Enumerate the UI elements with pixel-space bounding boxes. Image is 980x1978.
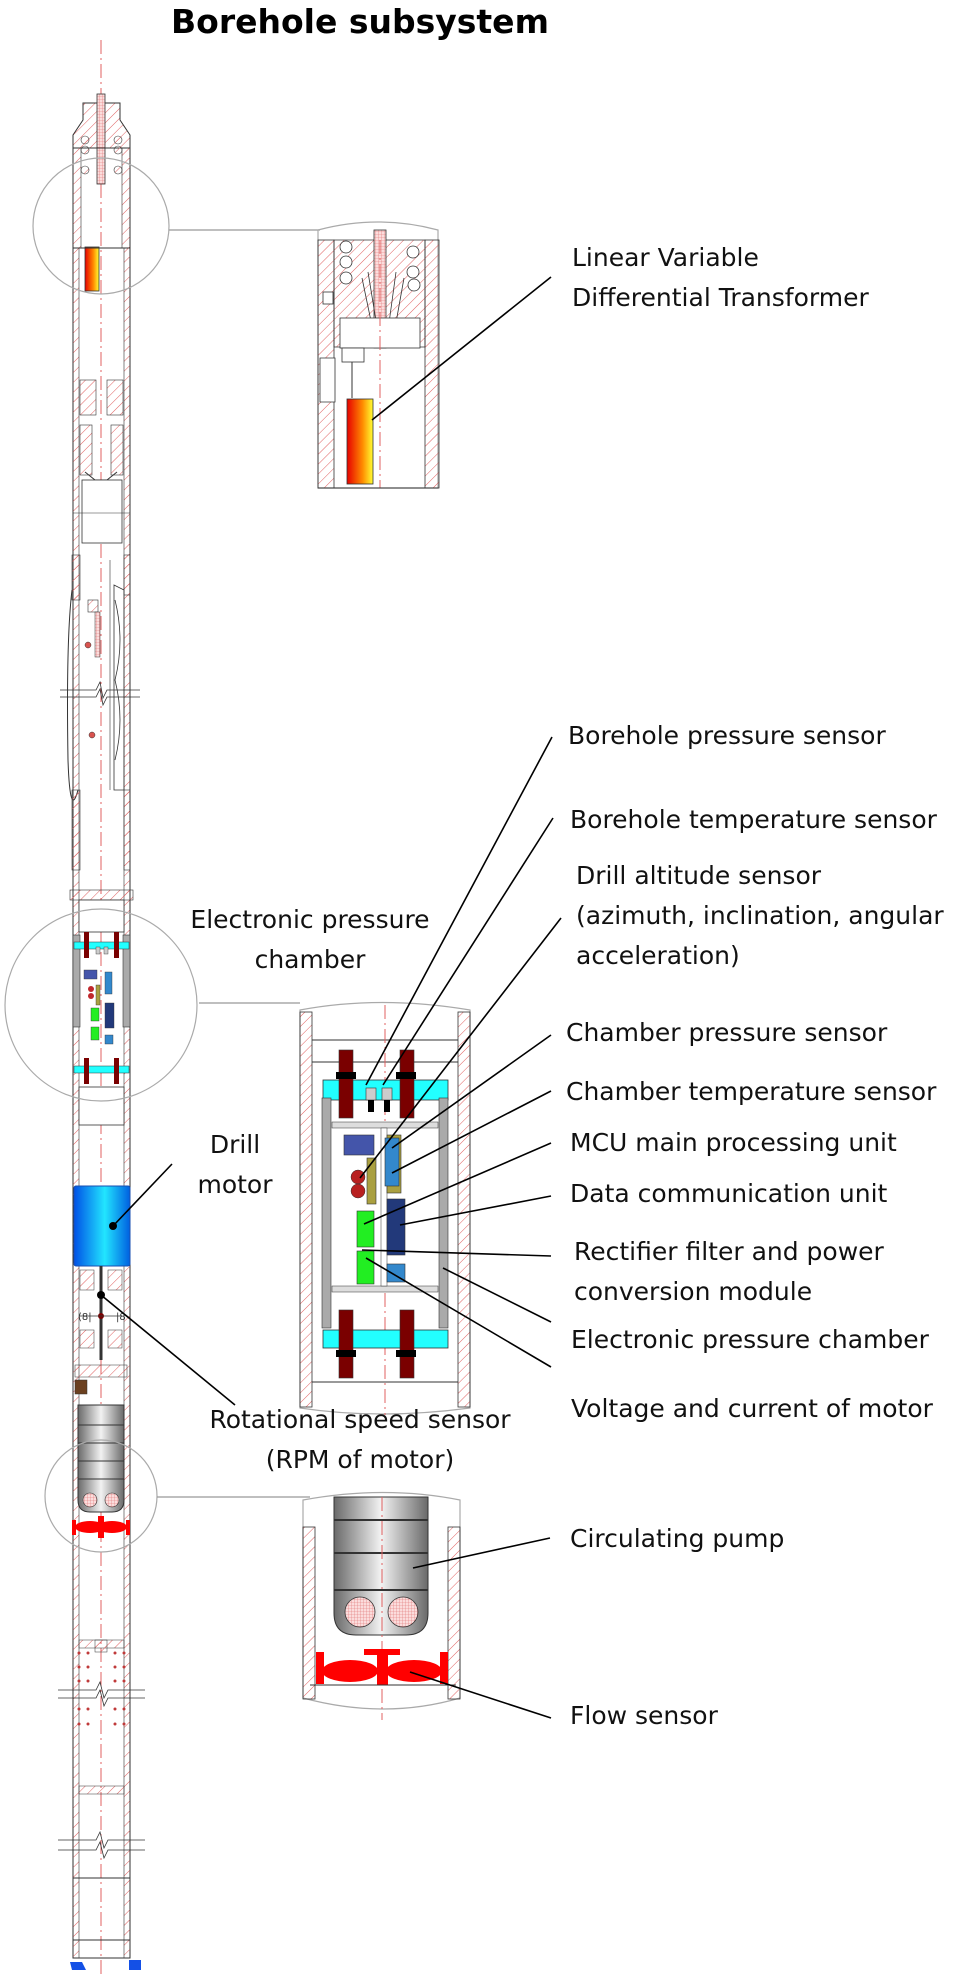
label-chamber-left: Electronic pressure chamber [190, 905, 430, 974]
borehole-temperature-sensor-part [381, 1087, 393, 1101]
label-drill-altitude-sensor: Drill altitude sensor (azimuth, inclinat… [576, 861, 944, 970]
label-borehole-pressure-sensor: Borehole pressure sensor [568, 721, 886, 750]
drill-string: (8| |8 [58, 40, 145, 1975]
leader-data-comm [399, 1195, 552, 1226]
label-flow-sensor: Flow sensor [570, 1701, 718, 1730]
label-mcu-main-processing-unit: MCU main processing unit [570, 1128, 897, 1157]
mcu-board [356, 1210, 375, 1248]
label-chamber-pressure-sensor: Chamber pressure sensor [566, 1018, 888, 1047]
leader-mcu [363, 1142, 552, 1225]
break-line-2 [58, 1680, 145, 1708]
leader-lvdt [371, 276, 552, 421]
leader-chamber-temperature [391, 1090, 552, 1174]
leader-pump [412, 1537, 551, 1569]
borehole-pressure-sensor-part [365, 1087, 377, 1101]
drill-motor-body [73, 1185, 131, 1267]
page-title: Borehole subsystem [171, 2, 549, 41]
leader-voltage-current [365, 1257, 552, 1368]
chamber-detail [299, 1001, 471, 1415]
leader-drill-altitude [359, 917, 562, 1179]
label-rotational-speed: Rotational speed sensor (RPM of motor) [209, 1405, 511, 1474]
label-borehole-temperature-sensor: Borehole temperature sensor [570, 805, 937, 834]
pump-detail [302, 1491, 461, 1720]
label-voltage-current-of-motor: Voltage and current of motor [571, 1394, 933, 1423]
flow-sensor-impeller [75, 1521, 105, 1533]
leader-borehole-pressure [365, 736, 553, 1086]
leader-drill-motor [112, 1163, 173, 1227]
rectifier-board [356, 1250, 375, 1285]
chamber-pressure-part [384, 1137, 400, 1187]
callout-circle-chamber [4, 908, 198, 1102]
label-circulating-pump: Circulating pump [570, 1524, 785, 1553]
callout-circle-pump [44, 1439, 158, 1553]
lvdt-small [84, 246, 100, 292]
label-rectifier-filter: Rectifier filter and power conversion mo… [574, 1237, 884, 1306]
label-drill-motor: Drill motor [197, 1130, 273, 1199]
callout-circle-lvdt [32, 157, 170, 295]
label-data-communication-unit: Data communication unit [570, 1179, 888, 1208]
svg-text:|8: |8 [116, 1312, 126, 1323]
drill-altitude-board [343, 1134, 375, 1156]
leader-borehole-temperature [382, 817, 554, 1086]
leader-chamber-pressure [391, 1034, 552, 1149]
circulating-pump-body [77, 1404, 125, 1513]
leader-rectifier [361, 1249, 552, 1257]
leader-flow [409, 1671, 552, 1719]
label-lvdt: Linear Variable Differential Transformer [572, 243, 869, 312]
label-chamber-temperature-sensor: Chamber temperature sensor [566, 1077, 937, 1106]
label-electronic-pressure-chamber: Electronic pressure chamber [571, 1325, 929, 1354]
lvdt-core [346, 398, 374, 485]
data-comm-board [386, 1198, 406, 1256]
callout-circles [4, 157, 320, 1553]
electronic-chamber-small [69, 889, 134, 1084]
top-rod [96, 93, 106, 185]
break-line-3 [58, 1830, 145, 1860]
break-line-1 [60, 680, 140, 707]
leader-chamber-body [442, 1267, 552, 1323]
lvdt-detail [317, 221, 440, 489]
leader-rpm [100, 1294, 236, 1406]
leader-lines [100, 276, 562, 1719]
svg-text:(8|: (8| [78, 1312, 92, 1323]
